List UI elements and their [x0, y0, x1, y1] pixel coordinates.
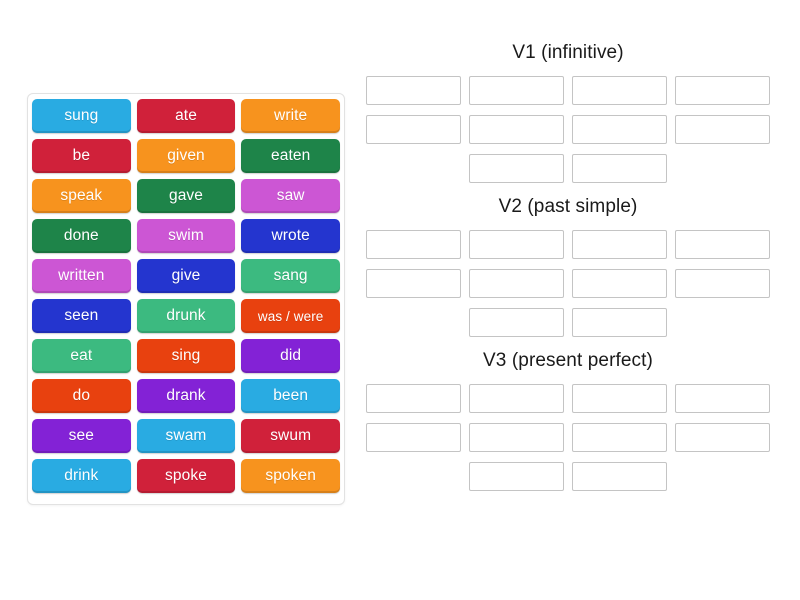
drop-slot[interactable] — [572, 115, 667, 144]
drop-slot[interactable] — [469, 230, 564, 259]
drop-slot[interactable] — [366, 269, 461, 298]
category-list: V1 (infinitive) V2 (past simple) V3 (prese… — [366, 42, 770, 504]
category-title: V2 (past simple) — [498, 196, 638, 217]
drop-slot[interactable] — [469, 269, 564, 298]
drop-slot[interactable] — [572, 423, 667, 452]
drop-slot[interactable] — [675, 423, 770, 452]
word-tile[interactable]: do — [32, 379, 131, 413]
word-tile[interactable]: drank — [136, 379, 236, 413]
drop-slot[interactable] — [675, 115, 770, 144]
word-tile[interactable]: did — [241, 339, 340, 373]
word-tile[interactable]: spoken — [241, 459, 340, 493]
word-tile[interactable]: written — [32, 259, 131, 293]
word-tile[interactable]: write — [241, 99, 340, 133]
word-tile[interactable]: seen — [32, 299, 131, 333]
drop-slot[interactable] — [572, 462, 667, 491]
word-tile[interactable]: wrote — [241, 219, 340, 253]
drop-slot-grid — [366, 230, 770, 337]
word-tile[interactable]: eat — [32, 339, 131, 373]
drop-slot[interactable] — [469, 423, 564, 452]
drop-slot[interactable] — [675, 269, 770, 298]
word-tile[interactable]: saw — [241, 179, 340, 213]
word-tile[interactable]: sing — [136, 339, 236, 373]
drop-slot[interactable] — [675, 384, 770, 413]
drop-slot-grid — [366, 76, 770, 183]
drop-slot-grid — [366, 384, 770, 491]
drop-slot[interactable] — [366, 115, 461, 144]
drop-slot[interactable] — [572, 230, 667, 259]
drop-slot[interactable] — [366, 230, 461, 259]
drop-slot[interactable] — [469, 462, 564, 491]
word-tile[interactable]: swim — [136, 219, 236, 253]
word-tile[interactable]: swum — [241, 419, 340, 453]
word-tile[interactable]: done — [32, 219, 131, 253]
drop-slot[interactable] — [572, 154, 667, 183]
drop-slot[interactable] — [572, 308, 667, 337]
word-tile[interactable]: spoke — [136, 459, 236, 493]
word-tile[interactable]: sung — [32, 99, 131, 133]
category-section: V3 (present perfect) — [366, 350, 770, 491]
drop-slot[interactable] — [366, 423, 461, 452]
word-tile[interactable]: was / were — [241, 299, 340, 333]
word-tile[interactable]: given — [136, 139, 236, 173]
drop-slot[interactable] — [675, 76, 770, 105]
category-title: V1 (infinitive) — [512, 42, 624, 63]
drop-slot[interactable] — [469, 76, 564, 105]
category-title: V3 (present perfect) — [483, 350, 653, 371]
category-section: V2 (past simple) — [366, 196, 770, 337]
drop-slot[interactable] — [366, 384, 461, 413]
word-tile[interactable]: gave — [136, 179, 236, 213]
word-tile[interactable]: been — [241, 379, 340, 413]
word-tile[interactable]: speak — [32, 179, 131, 213]
drop-slot[interactable] — [572, 269, 667, 298]
drop-slot[interactable] — [469, 115, 564, 144]
drop-slot[interactable] — [469, 154, 564, 183]
drop-slot[interactable] — [469, 384, 564, 413]
word-tile[interactable]: swam — [136, 419, 236, 453]
drop-slot[interactable] — [366, 76, 461, 105]
word-tile[interactable]: see — [32, 419, 131, 453]
drop-slot[interactable] — [572, 76, 667, 105]
drop-slot[interactable] — [572, 384, 667, 413]
word-tile[interactable]: eaten — [241, 139, 340, 173]
word-tile[interactable]: sang — [241, 259, 340, 293]
word-tile[interactable]: be — [32, 139, 131, 173]
word-tile[interactable]: ate — [136, 99, 236, 133]
word-tile[interactable]: drink — [32, 459, 131, 493]
drop-slot[interactable] — [469, 308, 564, 337]
drop-slot[interactable] — [675, 230, 770, 259]
word-tile[interactable]: drunk — [136, 299, 236, 333]
category-section: V1 (infinitive) — [366, 42, 770, 183]
word-tile[interactable]: give — [136, 259, 236, 293]
